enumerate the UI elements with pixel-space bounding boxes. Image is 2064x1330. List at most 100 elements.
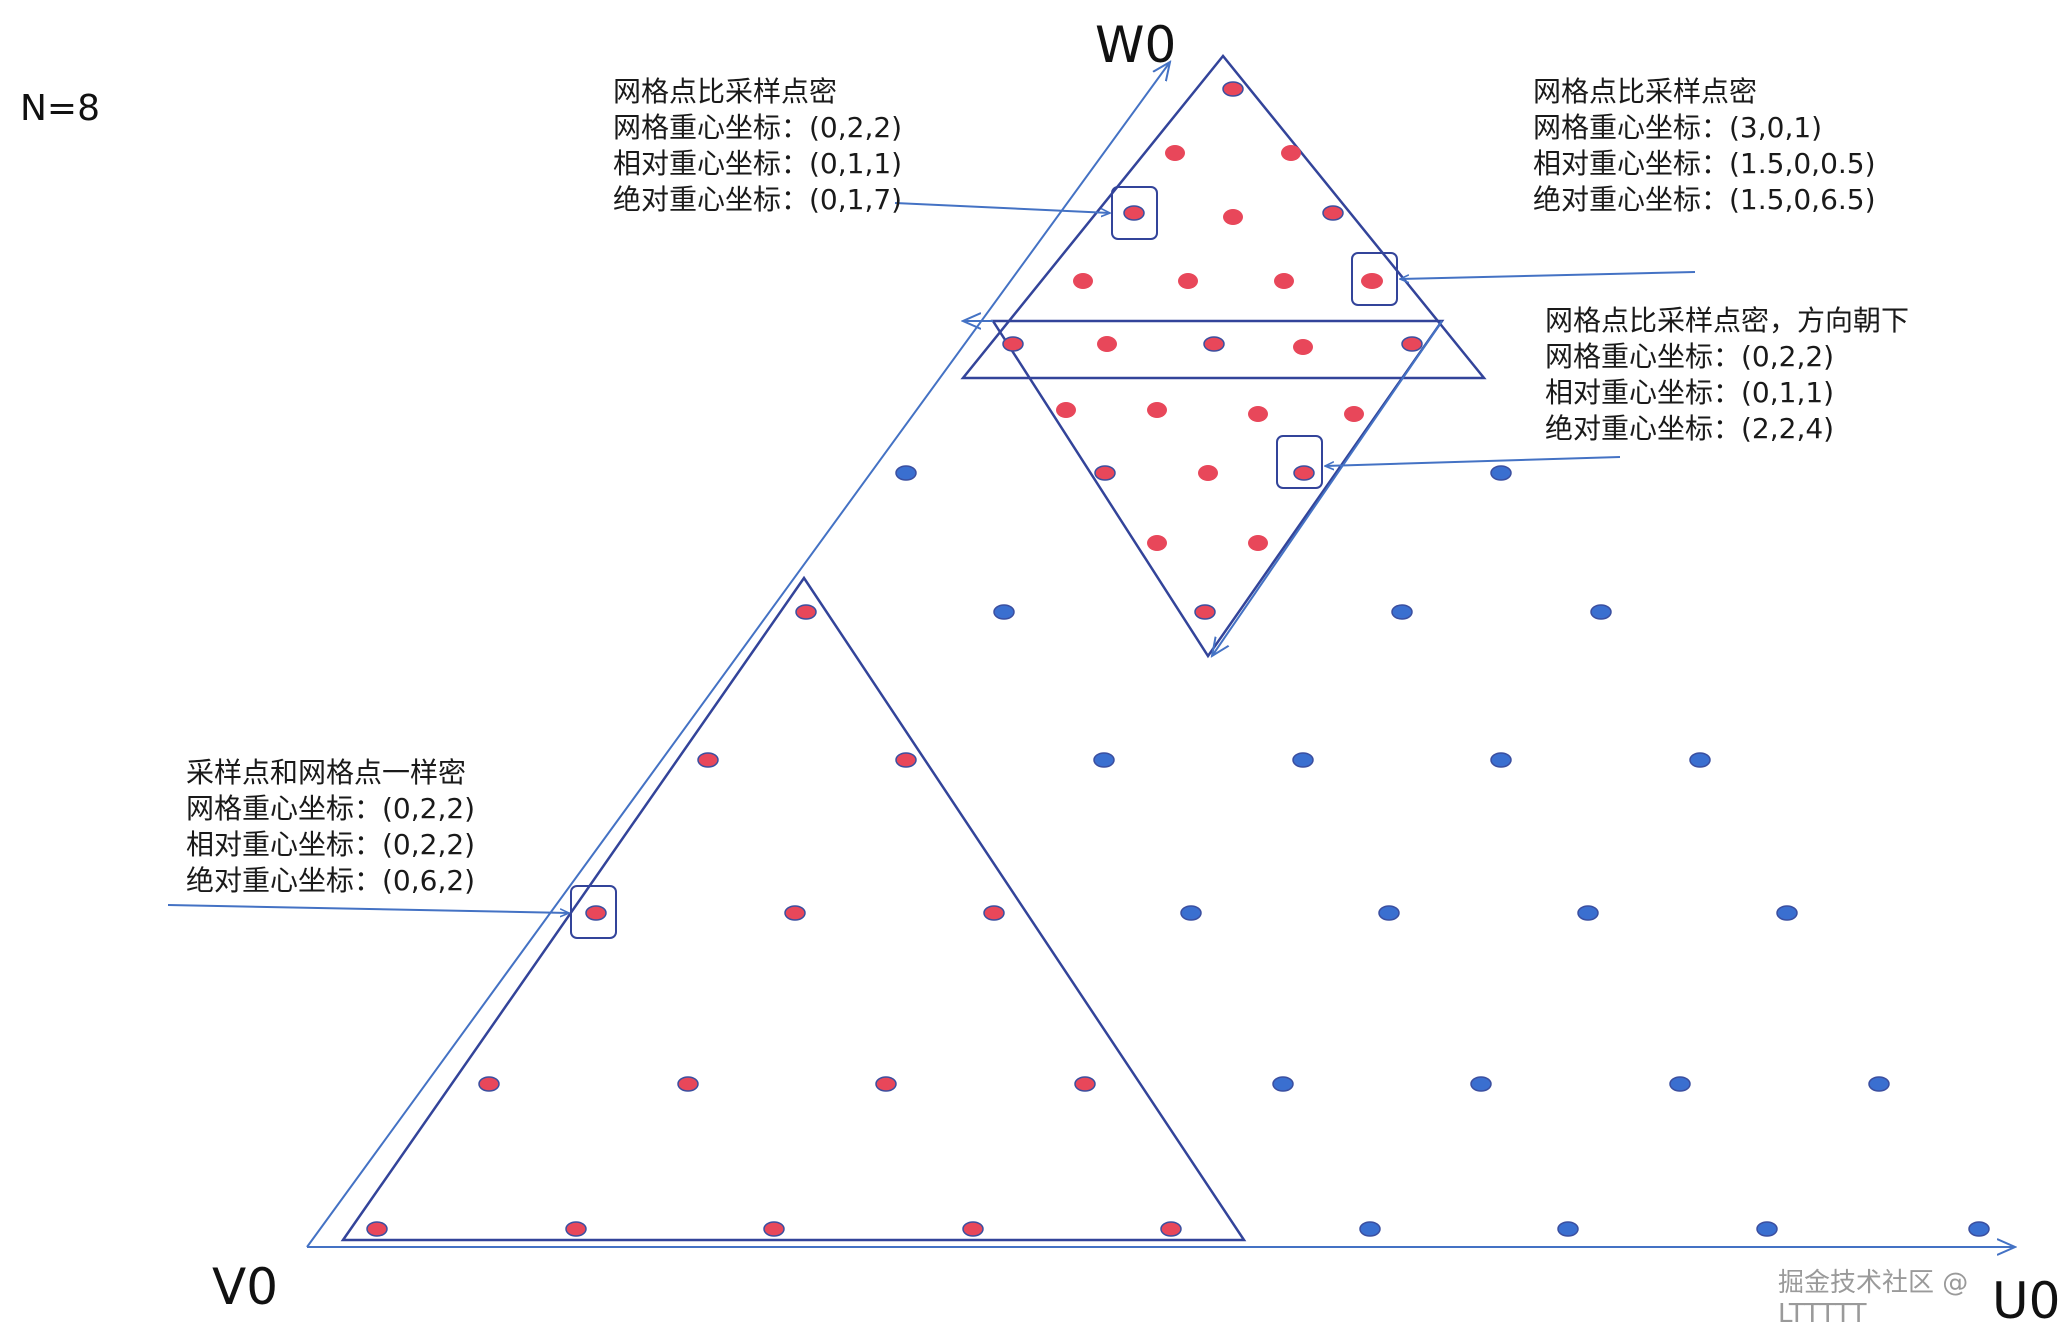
annotation-grid-coord: 网格重心坐标：(3,0,1): [1533, 111, 1823, 144]
sample-point: [1074, 1076, 1096, 1092]
sample-point: [1165, 145, 1185, 161]
annotation-relative-coord: 相对重心坐标：(0,1,1): [1545, 376, 1835, 409]
sample-point: [1293, 465, 1315, 481]
sample-point: [565, 1221, 587, 1237]
sample-point: [1281, 145, 1301, 161]
red-sample-points-bottom: [366, 604, 1182, 1237]
sample-point: [1248, 535, 1268, 551]
grid-point: [1391, 604, 1413, 620]
pointer-arrow-top-right: [1400, 271, 1696, 279]
pointer-arrow-bottom-left: [167, 904, 569, 913]
grid-point: [1490, 465, 1512, 481]
annotation-absolute-coord: 绝对重心坐标：(2,2,4): [1545, 412, 1835, 445]
sample-point: [1274, 273, 1294, 289]
u0-label: U0: [1992, 1272, 2061, 1330]
blue-grid-points: [895, 465, 1990, 1237]
highlight-box-bottom-left: [570, 885, 617, 939]
sample-point: [1073, 273, 1093, 289]
sample-point: [478, 1076, 500, 1092]
sample-point: [784, 905, 806, 921]
sample-point: [1198, 465, 1218, 481]
sample-point: [1002, 336, 1024, 352]
grid-point: [1968, 1221, 1990, 1237]
grid-point: [1180, 905, 1202, 921]
grid-point: [993, 604, 1015, 620]
grid-point: [1689, 752, 1711, 768]
highlight-box-top-left: [1111, 186, 1158, 240]
annotation-top-right: 网格点比采样点密 网格重心坐标：(3,0,1) 相对重心坐标：(1.5,0,0.…: [1533, 74, 1876, 218]
annotation-title: 采样点和网格点一样密: [186, 756, 467, 789]
watermark: 掘金技术社区 @ LTTTTT: [1778, 1268, 1969, 1329]
grid-point: [1470, 1076, 1492, 1092]
annotation-title: 网格点比采样点密: [613, 75, 838, 108]
sample-point: [1147, 402, 1167, 418]
axis-v0-w0: [306, 62, 1170, 1248]
annotation-relative-coord: 相对重心坐标：(0,2,2): [186, 828, 476, 861]
annotation-grid-coord: 网格重心坐标：(0,2,2): [613, 111, 903, 144]
grid-point: [1378, 905, 1400, 921]
sample-point: [1147, 535, 1167, 551]
sample-point: [1094, 465, 1116, 481]
sample-point: [1123, 205, 1145, 221]
grid-point: [1557, 1221, 1579, 1237]
annotation-absolute-coord: 绝对重心坐标：(1.5,0,6.5): [1533, 183, 1876, 216]
sample-point: [677, 1076, 699, 1092]
down-triangle-right-arrow: [1212, 320, 1443, 656]
grid-point: [895, 465, 917, 481]
sample-point: [1401, 336, 1423, 352]
highlight-box-mid-right: [1276, 435, 1323, 489]
pointer-arrow-mid-right: [1325, 456, 1621, 466]
sample-point: [1344, 406, 1364, 422]
sample-point: [1322, 205, 1344, 221]
sample-point: [366, 1221, 388, 1237]
n-label: N=8: [20, 88, 100, 129]
grid-point: [1776, 905, 1798, 921]
sample-point: [1203, 336, 1225, 352]
annotation-title: 网格点比采样点密: [1533, 75, 1758, 108]
sample-point: [1248, 406, 1268, 422]
annotation-bottom-left: 采样点和网格点一样密 网格重心坐标：(0,2,2) 相对重心坐标：(0,2,2)…: [186, 755, 475, 899]
sample-point: [697, 752, 719, 768]
annotation-title: 网格点比采样点密，方向朝下: [1545, 304, 1910, 337]
annotation-top-left: 网格点比采样点密 网格重心坐标：(0,2,2) 相对重心坐标：(0,1,1) 绝…: [613, 74, 902, 218]
sample-point: [1178, 273, 1198, 289]
w0-label: W0: [1095, 16, 1177, 74]
annotation-absolute-coord: 绝对重心坐标：(0,1,7): [613, 183, 903, 216]
grid-point: [1669, 1076, 1691, 1092]
sample-point: [1222, 81, 1244, 97]
sample-point: [983, 905, 1005, 921]
grid-point: [1093, 752, 1115, 768]
grid-point: [1359, 1221, 1381, 1237]
grid-point: [1756, 1221, 1778, 1237]
annotation-absolute-coord: 绝对重心坐标：(0,6,2): [186, 864, 476, 897]
annotation-relative-coord: 相对重心坐标：(0,1,1): [613, 147, 903, 180]
down-triangle: [990, 319, 1445, 659]
grid-point: [1490, 752, 1512, 768]
sample-point: [895, 752, 917, 768]
top-triangle: [960, 54, 1487, 380]
annotation-mid-right: 网格点比采样点密，方向朝下 网格重心坐标：(0,2,2) 相对重心坐标：(0,1…: [1545, 303, 1909, 447]
sample-point: [763, 1221, 785, 1237]
sample-point: [1097, 336, 1117, 352]
sample-point: [1223, 209, 1243, 225]
sample-point: [795, 604, 817, 620]
grid-point: [1292, 752, 1314, 768]
grid-point: [1590, 604, 1612, 620]
bottom-left-triangle: [340, 575, 1247, 1242]
annotation-grid-coord: 网格重心坐标：(0,2,2): [186, 792, 476, 825]
annotation-grid-coord: 网格重心坐标：(0,2,2): [1545, 340, 1835, 373]
highlight-box-top-right: [1351, 252, 1398, 306]
annotation-relative-coord: 相对重心坐标：(1.5,0,0.5): [1533, 147, 1876, 180]
sample-point: [962, 1221, 984, 1237]
sample-point: [1194, 604, 1216, 620]
sample-point: [585, 905, 607, 921]
grid-point: [1272, 1076, 1294, 1092]
v0-label: V0: [212, 1258, 279, 1316]
red-sample-points-top: [1002, 81, 1423, 620]
sample-point: [1361, 273, 1383, 289]
sample-point: [1293, 339, 1313, 355]
sample-point: [875, 1076, 897, 1092]
grid-point: [1868, 1076, 1890, 1092]
